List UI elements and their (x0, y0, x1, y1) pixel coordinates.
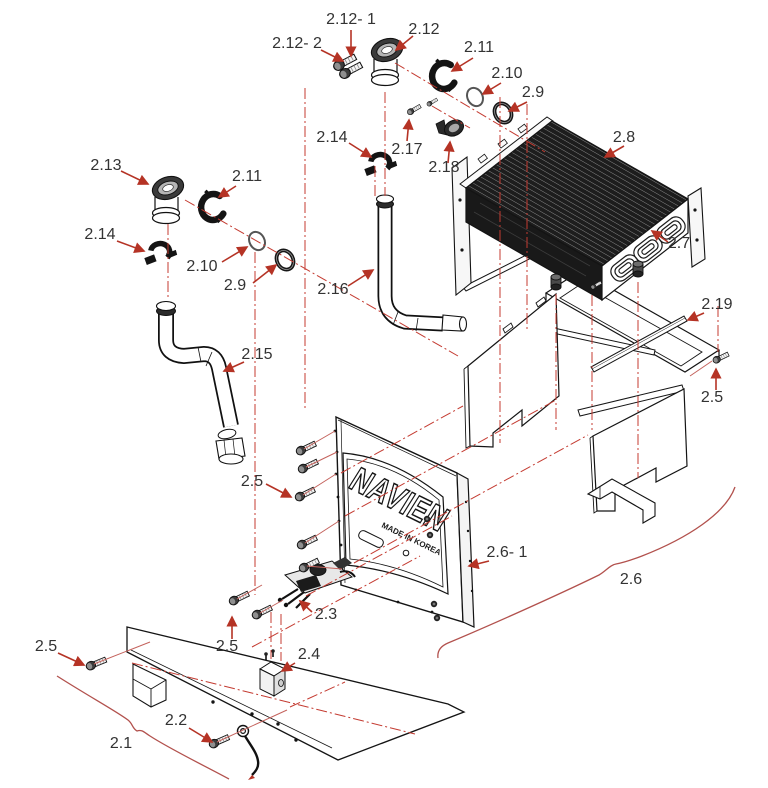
arrow-2-9-left (252, 263, 278, 284)
arrow-2-12-2 (320, 49, 345, 62)
label-2-10-top: 2.10 (491, 65, 522, 82)
arrow-2-3 (298, 599, 313, 613)
elbow-fitting-2-12 (367, 33, 407, 87)
label-2-5-right: 2.5 (701, 389, 723, 406)
oring-2-9-left (271, 245, 299, 275)
water-stub-fitting (550, 273, 562, 291)
arrow-2-17 (402, 118, 414, 142)
arrow-2-16 (347, 269, 375, 287)
label-2-2: 2.2 (165, 712, 187, 729)
label-2-11-left: 2.11 (232, 168, 262, 185)
elbow-fitting-2-13 (148, 171, 188, 225)
side-panel-left (463, 292, 560, 449)
label-2-17: 2.17 (391, 141, 422, 158)
label-2-5-bottom: 2.5 (35, 638, 57, 655)
screw (425, 97, 439, 108)
arrow-2-19 (686, 311, 705, 322)
arrow-2-12 (394, 35, 414, 52)
ground-wire-2-2 (236, 724, 260, 780)
brace-2-6 (437, 486, 736, 659)
label-2-11-top: 2.11 (464, 39, 494, 56)
transformer-2-4 (258, 649, 287, 697)
label-2-16: 2.16 (317, 281, 348, 298)
arrow-2-13 (120, 170, 150, 185)
label-2-18: 2.18 (428, 159, 459, 176)
brace-2-1 (56, 675, 230, 780)
arrow-2-4 (280, 661, 296, 672)
rear-panel-right (577, 384, 688, 514)
arrow-2-11-top (450, 57, 474, 72)
arrow-2-10-left (221, 246, 249, 263)
sensor-fitting-2-18 (435, 119, 465, 137)
arrow-2-9-top (507, 101, 528, 112)
leader-lines (93, 360, 713, 743)
label-2-9-top: 2.9 (522, 84, 544, 101)
front-panel: NAVIEN MADE IN KOREA (333, 415, 475, 628)
arrow-2-5-panel (265, 483, 293, 498)
arrow-2-5-bottom (57, 652, 86, 667)
panel-screw-heads (423, 515, 441, 622)
clamp-2-14-left (143, 242, 177, 265)
arrow-2-6-1 (467, 558, 490, 570)
label-2-19: 2.19 (701, 296, 732, 313)
label-2-3: 2.3 (315, 606, 337, 623)
label-2-13: 2.13 (90, 157, 121, 174)
label-2-8: 2.8 (613, 129, 635, 146)
arrow-2-14-left (116, 240, 146, 253)
arrow-2-18 (443, 140, 455, 164)
label-2-12: 2.12 (408, 21, 439, 38)
arrow-2-10-top (481, 82, 502, 95)
label-2-6: 2.6 (620, 571, 642, 588)
label-2-10-left: 2.10 (186, 258, 217, 275)
u-channel-bracket (586, 478, 656, 524)
label-2-6-1: 2.6- 1 (487, 544, 528, 561)
centerlines (131, 62, 719, 735)
pipe-2-15 (155, 300, 246, 465)
label-2-9-left: 2.9 (224, 277, 246, 294)
label-2-14-left: 2.14 (84, 226, 115, 243)
label-2-4: 2.4 (298, 646, 320, 663)
water-stub-fitting (632, 260, 644, 278)
arrow-2-11-left (217, 185, 237, 198)
label-2-5-mid: 2.5 (216, 638, 238, 655)
arrow-2-8 (603, 145, 625, 158)
igniter-assembly-2-3 (277, 557, 356, 609)
heat-exchanger (451, 116, 706, 302)
label-2-1: 2.1 (110, 735, 132, 752)
arrow-2-7 (650, 230, 669, 243)
arrow-2-15 (222, 361, 245, 373)
bottom-bracket (126, 626, 466, 761)
label-2-5-panel: 2.5 (241, 473, 263, 490)
label-2-12-2: 2.12- 2 (272, 35, 322, 52)
label-2-15: 2.15 (241, 346, 272, 363)
callout-arrows (57, 30, 722, 743)
arrow-2-14-mid (348, 142, 373, 158)
pipe-2-16 (375, 194, 468, 332)
panel-screw-holes (333, 429, 474, 614)
label-2-12-1: 2.12- 1 (326, 11, 376, 28)
label-2-7: 2.7 (668, 235, 690, 252)
label-2-14-mid: 2.14 (316, 129, 347, 146)
screw (405, 103, 423, 117)
rear-frame (544, 270, 721, 373)
arrow-2-2 (188, 727, 214, 743)
